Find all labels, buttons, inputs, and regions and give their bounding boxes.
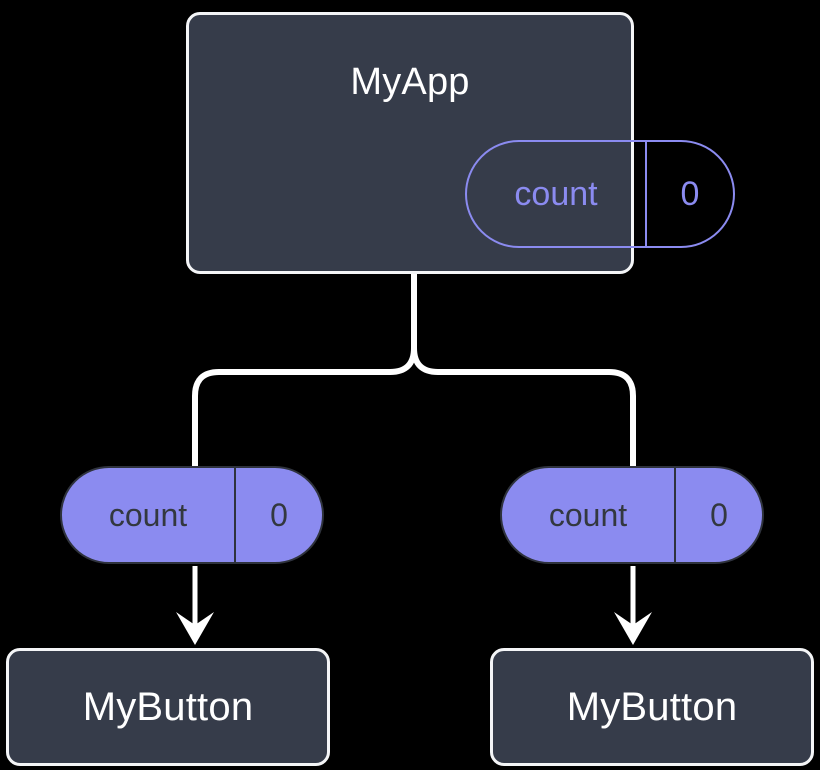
state-pill-root-key: count	[514, 175, 598, 213]
state-pill-branch-right-key: count	[548, 497, 628, 533]
arrowhead-left-icon	[176, 612, 214, 645]
node-mybutton-right[interactable]: MyButton	[490, 648, 814, 766]
state-pill-branch-left-value: 0	[234, 468, 322, 562]
state-pill-branch-right[interactable]: count 0	[500, 466, 764, 564]
state-pill-branch-left-key: count	[108, 497, 188, 533]
arrowhead-right-icon	[614, 612, 652, 645]
state-pill-branch-left[interactable]: count 0	[60, 466, 324, 564]
state-pill-root-value: 0	[645, 142, 733, 246]
state-pill-branch-right-value: 0	[674, 468, 762, 562]
node-mybutton-left[interactable]: MyButton	[6, 648, 330, 766]
node-mybutton-left-title: MyButton	[82, 685, 254, 729]
connector-root-split-right	[411, 347, 636, 468]
node-myapp[interactable]: MyApp count 0	[186, 12, 735, 274]
node-myapp-title: MyApp	[350, 61, 470, 103]
state-pill-root[interactable]: count 0	[465, 140, 735, 248]
node-mybutton-right-title: MyButton	[566, 685, 738, 729]
connector-root-split	[192, 274, 417, 468]
